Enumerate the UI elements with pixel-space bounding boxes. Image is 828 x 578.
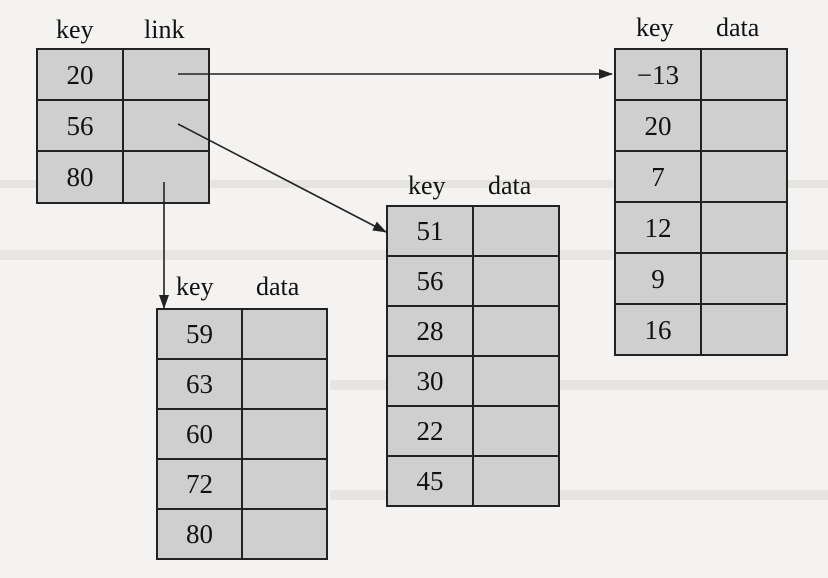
- table-row: −13: [614, 48, 788, 101]
- block-middle-table: 51 56 28 30 22 45: [386, 205, 560, 507]
- table-row: 59: [156, 308, 328, 360]
- block-data-cell: [241, 408, 328, 460]
- block-data-cell: [472, 355, 560, 407]
- block-data-cell: [472, 255, 560, 307]
- block-data-cell: [700, 252, 788, 305]
- table-row: 30: [386, 355, 560, 407]
- block-middle-key-header: key: [408, 171, 446, 200]
- block-key-cell: 51: [386, 205, 474, 257]
- block-data-cell: [472, 405, 560, 457]
- table-row: 80: [36, 150, 210, 204]
- index-link-header: link: [144, 15, 185, 44]
- table-row: 20: [614, 99, 788, 152]
- block-key-cell: 9: [614, 252, 702, 305]
- block-data-cell: [241, 508, 328, 560]
- table-row: 51: [386, 205, 560, 257]
- table-row: 9: [614, 252, 788, 305]
- table-row: 20: [36, 48, 210, 101]
- block-data-cell: [700, 150, 788, 203]
- table-row: 45: [386, 455, 560, 507]
- table-row: 72: [156, 458, 328, 510]
- block-data-cell: [472, 205, 560, 257]
- index-key-header: key: [56, 15, 94, 44]
- index-table: 20 56 80: [36, 48, 210, 204]
- block-data-cell: [700, 48, 788, 101]
- table-row: 60: [156, 408, 328, 460]
- block-key-cell: 60: [156, 408, 243, 460]
- block-data-cell: [241, 308, 328, 360]
- block-key-cell: 28: [386, 305, 474, 357]
- table-row: 56: [36, 99, 210, 152]
- block-bottom-data-header: data: [256, 272, 300, 301]
- block-data-cell: [472, 455, 560, 507]
- block-data-cell: [700, 99, 788, 152]
- block-key-cell: 59: [156, 308, 243, 360]
- table-row: 7: [614, 150, 788, 203]
- index-key-cell: 20: [36, 48, 124, 101]
- block-key-cell: −13: [614, 48, 702, 101]
- block-data-cell: [472, 305, 560, 357]
- block-data-cell: [700, 303, 788, 356]
- table-row: 56: [386, 255, 560, 307]
- block-top-table: −13 20 7 12 9 16: [614, 48, 788, 356]
- block-key-cell: 7: [614, 150, 702, 203]
- block-top-data-header: data: [716, 13, 760, 42]
- block-key-cell: 20: [614, 99, 702, 152]
- table-row: 12: [614, 201, 788, 254]
- index-link-cell: [122, 99, 210, 152]
- table-row: 16: [614, 303, 788, 356]
- block-key-cell: 56: [386, 255, 474, 307]
- block-middle-data-header: data: [488, 171, 532, 200]
- index-link-cell: [122, 48, 210, 101]
- block-top-key-header: key: [636, 13, 674, 42]
- block-data-cell: [241, 358, 328, 410]
- block-bottom-key-header: key: [176, 272, 214, 301]
- block-data-cell: [241, 458, 328, 510]
- index-key-cell: 80: [36, 150, 124, 204]
- table-row: 63: [156, 358, 328, 410]
- block-key-cell: 80: [156, 508, 243, 560]
- block-bottom-table: 59 63 60 72 80: [156, 308, 328, 560]
- block-key-cell: 12: [614, 201, 702, 254]
- block-key-cell: 16: [614, 303, 702, 356]
- block-key-cell: 30: [386, 355, 474, 407]
- block-key-cell: 45: [386, 455, 474, 507]
- table-row: 80: [156, 508, 328, 560]
- table-row: 28: [386, 305, 560, 357]
- block-key-cell: 72: [156, 458, 243, 510]
- block-data-cell: [700, 201, 788, 254]
- index-key-cell: 56: [36, 99, 124, 152]
- table-row: 22: [386, 405, 560, 457]
- index-link-cell: [122, 150, 210, 204]
- block-key-cell: 63: [156, 358, 243, 410]
- block-key-cell: 22: [386, 405, 474, 457]
